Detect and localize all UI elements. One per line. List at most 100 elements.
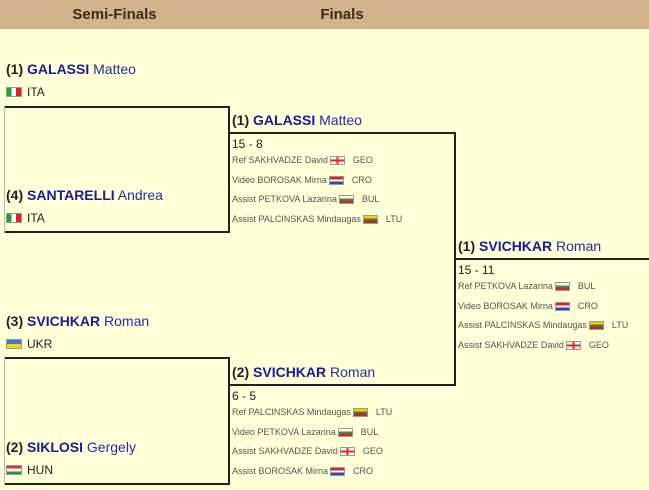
official-role: Ref (232, 407, 247, 417)
official-country: GEO (362, 446, 383, 456)
official-role: Assist (458, 320, 483, 330)
official-role: Ref (232, 155, 247, 165)
official-name: SAKHVADZE David (258, 446, 338, 456)
bracket-line (4, 357, 5, 485)
seed: (3) (6, 313, 24, 329)
official-role: Video (232, 174, 255, 185)
official-role: Assist (232, 465, 257, 476)
bracket-line (455, 258, 649, 260)
official: Assist SAKHVADZE David GEO (458, 340, 609, 351)
bracket-line (228, 106, 230, 233)
flag-ita-icon (6, 213, 22, 223)
official-country: GEO (588, 339, 609, 350)
official: Assist BOROSAK Mirna CRO (232, 466, 373, 477)
flag-ltu-icon (588, 321, 604, 330)
official-name: SAKHVADZE David (248, 155, 328, 165)
official-country: LTU (375, 407, 393, 417)
match-score: 15 - 11 (458, 263, 495, 277)
given-name: Andrea (117, 187, 163, 203)
surname: SIKLOSI (27, 439, 84, 455)
official-name: PETKOVA Lazarina (257, 426, 336, 437)
surname: GALASSI (27, 61, 90, 77)
flag-ltu-icon (362, 214, 378, 224)
athlete-name[interactable]: (2) SIKLOSI Gergely (6, 439, 136, 455)
athlete-name[interactable]: (4) SANTARELLI Andrea (6, 187, 163, 203)
match-score: 15 - 8 (232, 137, 263, 151)
athlete-name[interactable]: (1) SVICHKAR Roman (458, 238, 601, 254)
surname: SVICHKAR (253, 364, 327, 380)
flag-bul-icon (337, 427, 353, 437)
official-role: Ref (458, 281, 473, 291)
official-country: CRO (577, 300, 598, 311)
country: HUN (6, 463, 53, 477)
athlete-name[interactable]: (1) GALASSI Matteo (232, 112, 362, 128)
given-name: Gergely (86, 439, 136, 455)
official-country: BUL (360, 426, 379, 437)
seed: (2) (232, 364, 250, 380)
given-name: Roman (330, 364, 376, 380)
country: ITA (6, 211, 45, 225)
official-role: Assist (458, 339, 483, 350)
athlete-name[interactable]: (3) SVICHKAR Roman (6, 313, 149, 329)
surname: SVICHKAR (479, 238, 553, 254)
given-name: Matteo (319, 112, 362, 128)
flag-ita-icon (6, 87, 22, 97)
official-name: SAKHVADZE David (484, 339, 564, 350)
bracket-line (4, 106, 5, 233)
official: Assist SAKHVADZE David GEO (232, 446, 383, 457)
bracket-line (4, 106, 230, 108)
country: UKR (6, 337, 52, 351)
surname: SANTARELLI (27, 187, 115, 203)
official-name: BOROSAK Mirna (483, 300, 553, 311)
country-code: HUN (27, 463, 53, 477)
official: Ref PETKOVA Lazarina BUL (458, 281, 595, 292)
official-name: PALCINSKAS Mindaugas (258, 213, 361, 224)
official-role: Video (458, 300, 481, 311)
official-country: BUL (577, 281, 596, 291)
seed: (2) (6, 439, 24, 455)
flag-geo-icon (565, 340, 581, 350)
flag-bul-icon (554, 282, 570, 291)
official-name: PETKOVA Lazarina (474, 281, 553, 291)
flag-geo-icon (329, 156, 345, 165)
seed: (1) (458, 238, 476, 254)
official-name: PALCINSKAS Mindaugas (484, 320, 587, 330)
official: Assist PALCINSKAS Mindaugas LTU (458, 320, 628, 331)
official-role: Assist (232, 213, 257, 224)
country-code: UKR (27, 337, 53, 351)
surname: SVICHKAR (27, 313, 101, 329)
official-name: PALCINSKAS Mindaugas (248, 407, 351, 417)
flag-cro-icon (554, 301, 570, 311)
seed: (1) (232, 112, 250, 128)
given-name: Roman (104, 313, 150, 329)
athlete-name[interactable]: (1) GALASSI Matteo (6, 61, 136, 77)
bracket-line (4, 231, 230, 233)
athlete-name[interactable]: (2) SVICHKAR Roman (232, 364, 375, 380)
official: Assist PALCINSKAS Mindaugas LTU (232, 214, 402, 225)
flag-ltu-icon (352, 408, 368, 417)
flag-hun-icon (6, 465, 22, 475)
official-role: Assist (232, 194, 257, 204)
official-country: LTU (611, 320, 629, 330)
bracket-line (229, 384, 456, 386)
official-country: LTU (385, 213, 403, 224)
country-code: ITA (27, 211, 45, 225)
official: Ref SAKHVADZE David GEO (232, 155, 373, 166)
official-role: Assist (232, 446, 257, 456)
official: Ref PALCINSKAS Mindaugas LTU (232, 407, 392, 418)
seed: (1) (6, 61, 24, 77)
seed: (4) (6, 187, 24, 203)
bracket-header: Semi-Finals Finals (0, 0, 649, 29)
official-name: BOROSAK Mirna (258, 465, 329, 476)
flag-cro-icon (330, 466, 346, 476)
bracket-line (4, 357, 230, 359)
official-country: CRO (351, 174, 372, 185)
given-name: Roman (556, 238, 602, 254)
country: ITA (6, 85, 45, 99)
official-country: CRO (353, 465, 374, 476)
official-country: GEO (352, 155, 373, 165)
flag-cro-icon (328, 175, 344, 185)
flag-geo-icon (339, 447, 355, 456)
